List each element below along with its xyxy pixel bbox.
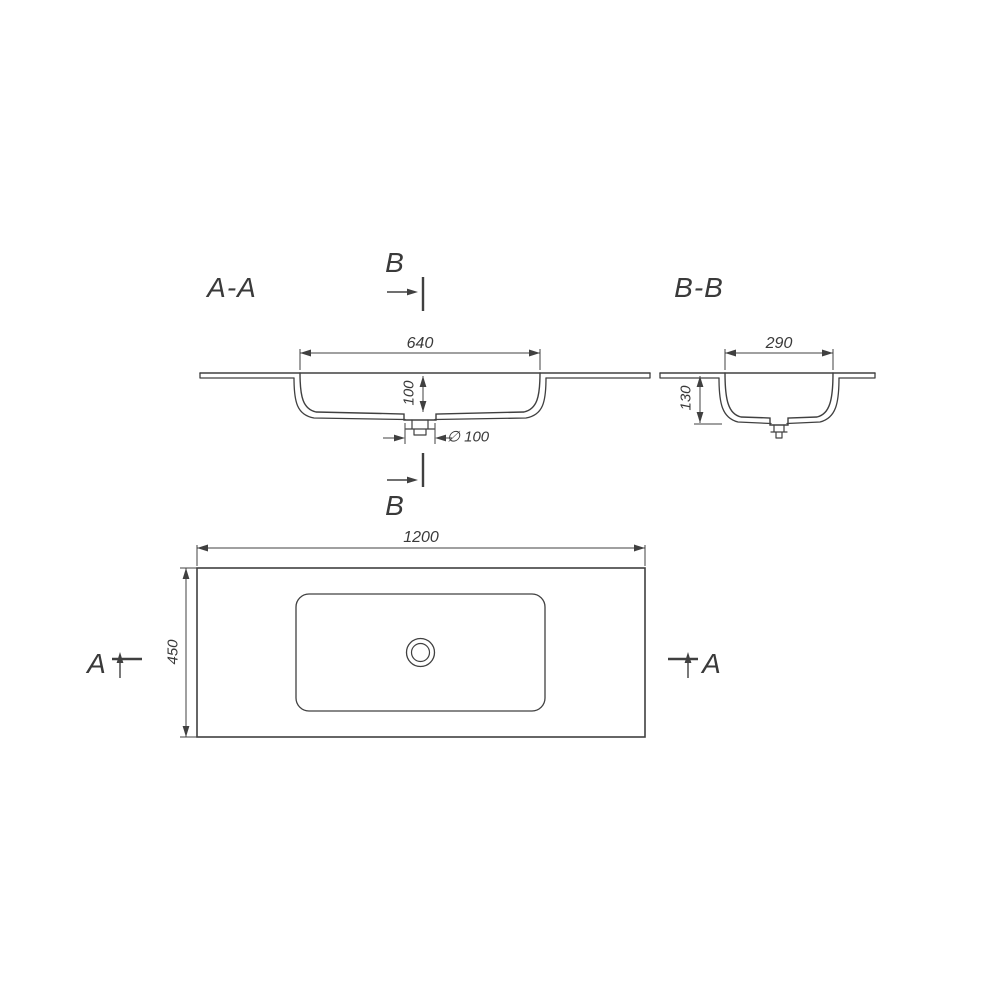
dim-basin-depth-aa-label: 100 (400, 380, 418, 406)
basin-outline-plan (295, 593, 546, 712)
section-bb-geometry (659, 372, 876, 439)
dim-drain-lines (383, 423, 452, 444)
arrowhead-130-top (696, 376, 704, 387)
arrowhead-cut-a-right (684, 652, 692, 663)
dim-basin-depth-bb-label: 130 (677, 385, 695, 411)
dimension-lines (180, 349, 834, 738)
arrowhead-cut-a-left (116, 652, 124, 663)
arrowhead-100-bottom (419, 401, 427, 412)
arrowhead-450-bottom (182, 726, 190, 737)
arrowhead-640-left (300, 349, 311, 357)
arrowhead-450-top (182, 568, 190, 579)
cut-label-a-right: A (702, 648, 722, 679)
basin-outer-profile-bb (718, 377, 840, 425)
dim-basin-width-aa-label: 640 (406, 335, 434, 352)
arrowhead-drain-right (435, 434, 446, 442)
basin-outer-profile-aa (293, 377, 547, 421)
drain-detail-aa (405, 419, 435, 436)
dim-overall-depth-label: 450 (164, 639, 182, 665)
dim-overall-width-label: 1200 (403, 529, 439, 546)
section-bb-title: B-B (674, 272, 724, 303)
cut-label-b-top: B (385, 247, 405, 278)
arrowhead-1200-left (197, 544, 208, 552)
basin-inner-profile-bb (724, 372, 834, 426)
arrowhead-100-top (419, 376, 427, 387)
dim-290-lines (724, 349, 834, 370)
countertop-outline-plan (196, 567, 646, 738)
arrowhead-290-right (822, 349, 833, 357)
drain-outer-circle (405, 637, 436, 668)
drain-inner-circle (410, 642, 431, 663)
section-cut-arrow-shafts (119, 291, 689, 678)
arrowhead-130-bottom (696, 412, 704, 423)
cut-label-b-bottom: B (385, 490, 405, 521)
section-aa-geometry (199, 372, 651, 436)
arrowhead-drain-left (394, 434, 405, 442)
basin-inner-profile-aa (299, 372, 541, 421)
cut-label-a-left: A (87, 648, 107, 679)
dim-450-lines (180, 567, 199, 738)
arrowhead-cut-b-bottom (407, 476, 418, 484)
section-aa-title: A-A (207, 272, 257, 303)
section-cut-lines (112, 277, 698, 661)
dim-1200-lines (196, 545, 646, 566)
arrowhead-1200-right (634, 544, 645, 552)
dim-drain-diameter-label: ∅ 100 (446, 428, 490, 446)
arrowheads (116, 288, 833, 737)
dim-640-lines (299, 349, 541, 370)
arrowhead-290-left (725, 349, 736, 357)
plan-view-geometry (196, 567, 646, 738)
drain-detail-bb (770, 424, 788, 439)
dim-basin-width-bb-label: 290 (765, 335, 793, 352)
countertop-slab-aa (199, 372, 651, 379)
arrowhead-cut-b-top (407, 288, 418, 296)
arrowhead-640-right (529, 349, 540, 357)
countertop-slab-bb (659, 372, 876, 379)
